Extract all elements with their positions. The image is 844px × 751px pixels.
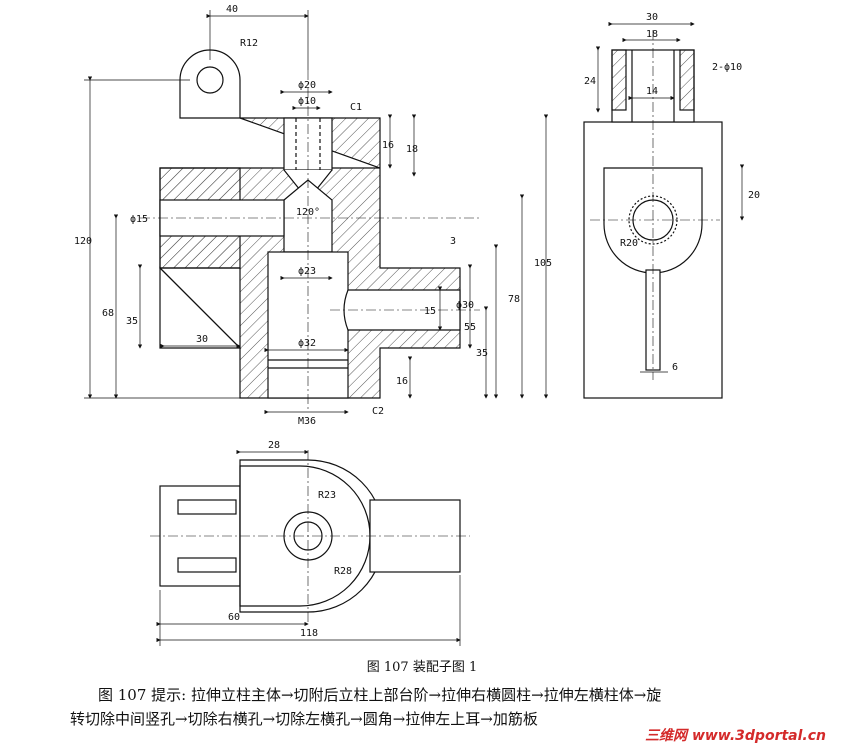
figure-hint: 图 107 提示: 拉伸立柱主体→切附后立柱上部台阶→拉伸右横圆柱→拉伸左横柱体… — [70, 683, 770, 731]
dim-30: 30 — [196, 334, 208, 345]
dim-16b: 16 — [396, 376, 408, 387]
dim-r12: R12 — [240, 38, 258, 49]
side-dim-24: 24 — [584, 76, 596, 87]
dim-phi15: ϕ15 — [130, 214, 148, 225]
dim-120: 120 — [74, 236, 92, 247]
top-view — [150, 450, 470, 625]
dim-c1: C1 — [350, 102, 362, 113]
dim-phi23: ϕ23 — [298, 266, 316, 277]
engineering-drawing: 40 R12 ϕ20 ϕ10 C1 16 18 120° ϕ15 3 ϕ23 1… — [74, 4, 760, 646]
front-view — [140, 49, 480, 410]
dim-68: 68 — [102, 308, 114, 319]
dim-18: 18 — [406, 144, 418, 155]
dim-35a: 35 — [126, 316, 138, 327]
front-ear — [179, 49, 241, 119]
dim-phi20: ϕ20 — [298, 80, 316, 91]
top-dim-28: 28 — [268, 440, 280, 451]
top-dim-r23: R23 — [318, 490, 336, 501]
side-dim-20: 20 — [748, 190, 760, 201]
dim-phi30: ϕ30 — [456, 300, 474, 311]
side-dim-6: 6 — [672, 362, 678, 373]
side-dim-18: 18 — [646, 29, 658, 40]
dim-phi32: ϕ32 — [298, 338, 316, 349]
dim-15: 15 — [424, 306, 436, 317]
front-dim-lines — [84, 10, 549, 415]
top-dim-r28: R28 — [334, 566, 352, 577]
top-dim-labels: 28 R23 R28 60 118 — [228, 440, 352, 639]
hint-line-2: 转切除中间竖孔→切除右横孔→切除左横孔→圆角→拉伸左上耳→加筋板 — [70, 710, 538, 728]
side-dim-30: 30 — [646, 12, 658, 23]
dim-35b: 35 — [476, 348, 488, 359]
watermark: 三维网 www.3dportal.cn — [645, 725, 826, 745]
top-dim-lines — [156, 449, 461, 646]
dim-16a: 16 — [382, 140, 394, 151]
dim-120deg: 120° — [296, 207, 320, 218]
side-dim-14: 14 — [646, 86, 658, 97]
top-dim-118: 118 — [300, 628, 318, 639]
top-dim-60: 60 — [228, 612, 240, 623]
side-dim-labels: 30 18 2-ϕ10 24 14 20 R20 6 — [584, 12, 760, 373]
hint-line-1: 图 107 提示: 拉伸立柱主体→切附后立柱上部台阶→拉伸右横圆柱→拉伸左横柱体… — [98, 686, 662, 704]
dim-105: 105 — [534, 258, 552, 269]
front-dim-labels: 40 R12 ϕ20 ϕ10 C1 16 18 120° ϕ15 3 ϕ23 1… — [74, 4, 552, 427]
side-dim-lines — [595, 21, 745, 373]
dim-c2: C2 — [372, 406, 384, 417]
side-dim-2phi10: 2-ϕ10 — [712, 62, 742, 73]
dim-40: 40 — [226, 4, 238, 15]
side-dim-r20: R20 — [620, 238, 638, 249]
figure-caption: 图 107 装配子图 1 — [366, 660, 478, 675]
dim-3: 3 — [450, 236, 456, 247]
side-view — [583, 30, 723, 399]
dim-55: 55 — [464, 322, 476, 333]
dim-78: 78 — [508, 294, 520, 305]
watermark-url: www.3dportal.cn — [691, 728, 826, 744]
watermark-cn: 三维网 — [645, 728, 688, 744]
dim-phi10: ϕ10 — [298, 96, 316, 107]
dim-m36: M36 — [298, 416, 316, 427]
front-ear-hole — [196, 66, 224, 94]
